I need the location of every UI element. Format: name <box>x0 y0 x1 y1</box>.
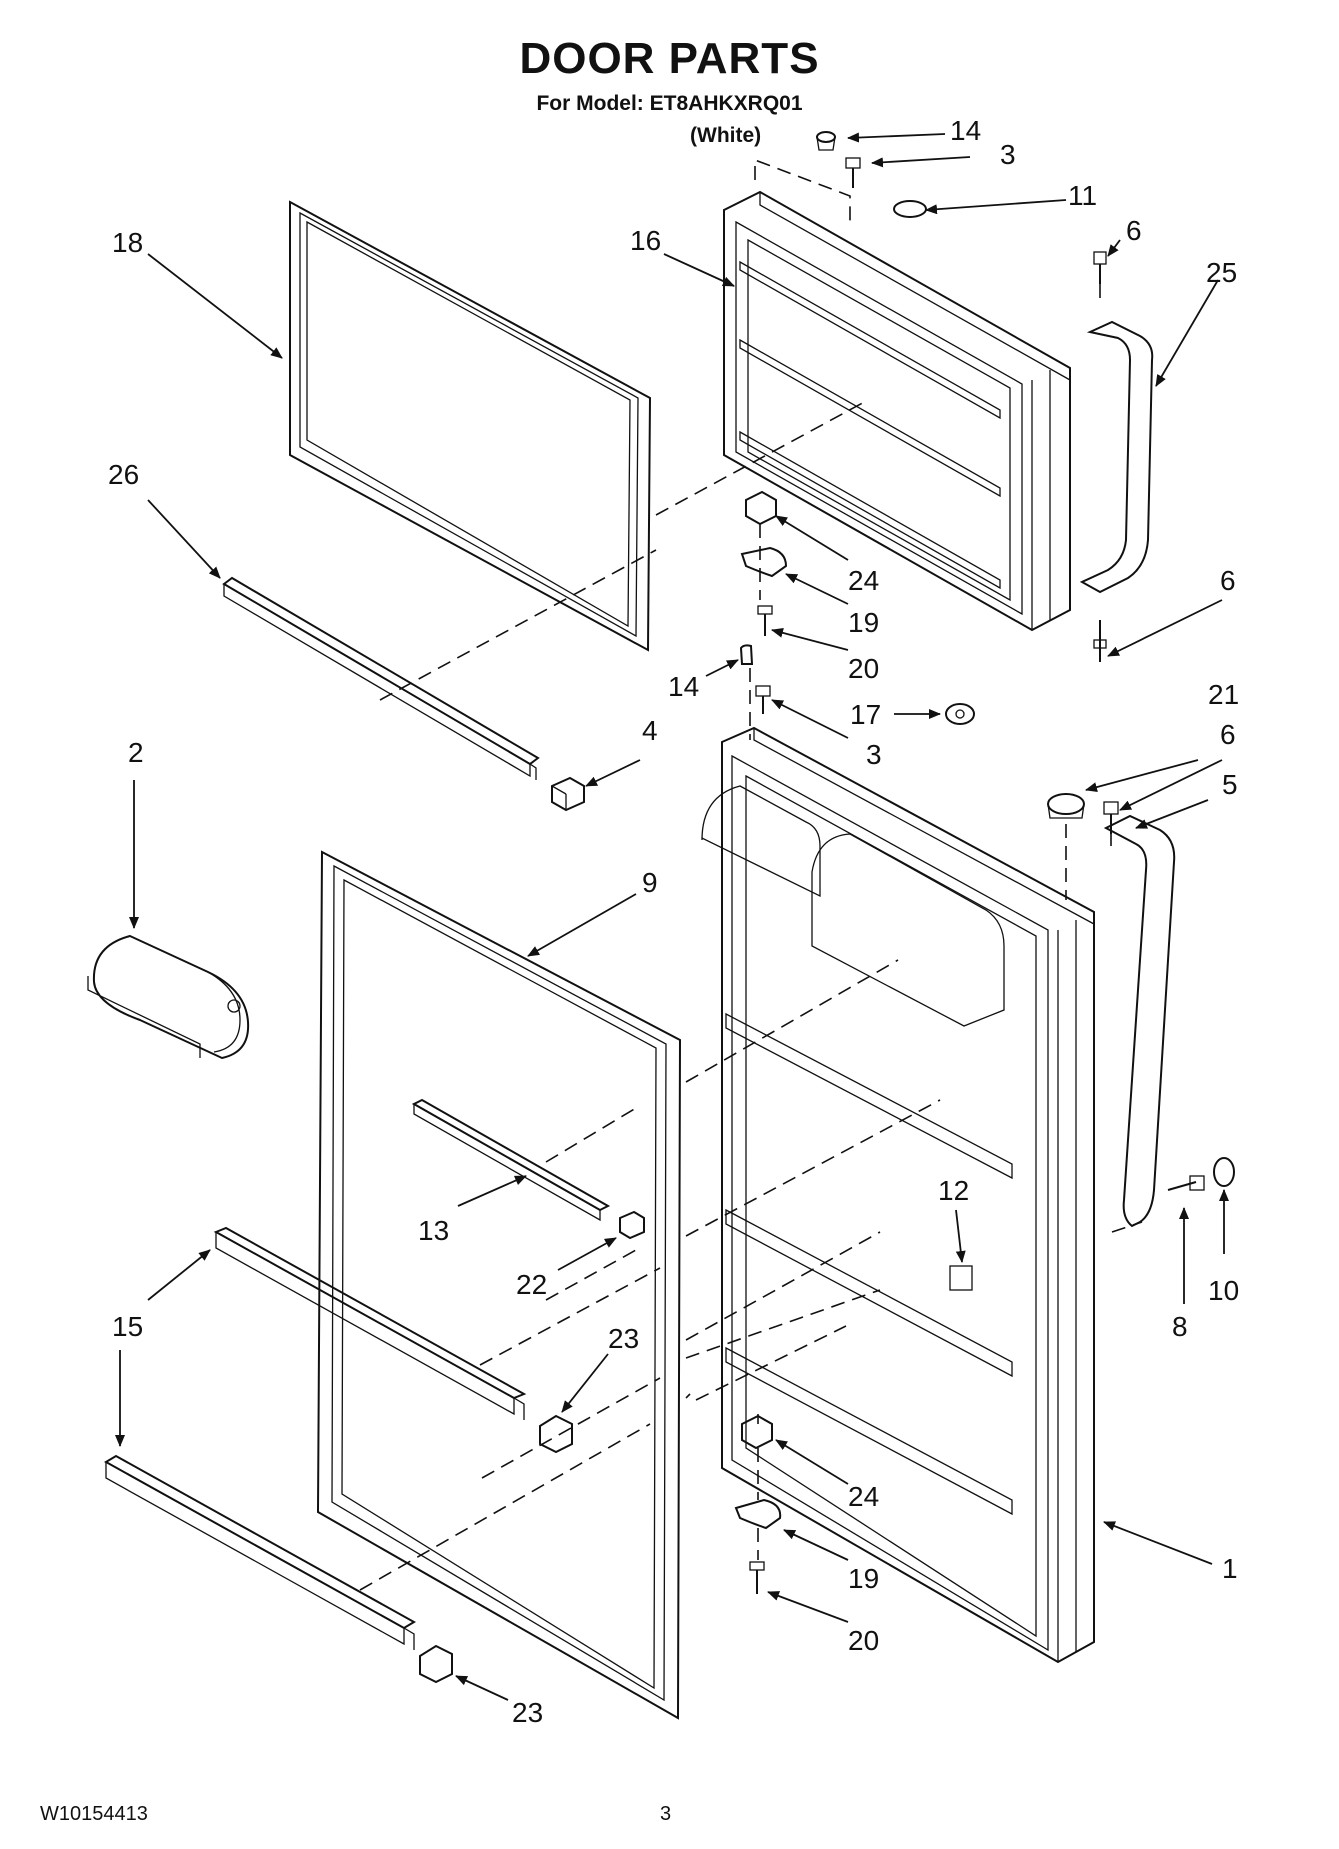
callout-4: 4 <box>642 715 658 746</box>
part-5-fresh-food-handle <box>1103 814 1176 1228</box>
callout-13: 13 <box>418 1215 449 1246</box>
part-4-end-cap <box>551 776 585 812</box>
page-title: DOOR PARTS <box>519 34 820 83</box>
callout-19: 19 <box>848 1563 879 1594</box>
part-15-shelf-trim-lower <box>104 1454 416 1650</box>
callout-2: 2 <box>128 737 144 768</box>
callout-26: 26 <box>108 459 139 490</box>
callout-12: 12 <box>938 1175 969 1206</box>
part-16-freezer-door <box>723 190 1071 632</box>
color-note: (White) <box>690 124 762 147</box>
part-25-freezer-handle <box>1079 320 1154 594</box>
callout-5: 5 <box>1222 769 1238 800</box>
part-2-dairy-door <box>87 934 250 1060</box>
part-26-shelf-trim <box>222 576 540 780</box>
callout-17: 17 <box>850 699 881 730</box>
callout-11: 11 <box>1068 180 1097 211</box>
callout-14: 14 <box>668 671 699 702</box>
callout-8: 8 <box>1172 1311 1188 1342</box>
callout-20: 20 <box>848 653 879 684</box>
callout-23: 23 <box>512 1697 543 1728</box>
part-9-fresh-food-gasket <box>316 850 682 1720</box>
callout-22: 22 <box>516 1269 547 1300</box>
callout-10: 10 <box>1208 1275 1239 1306</box>
page-number: 3 <box>660 1803 672 1825</box>
callout-14: 14 <box>950 115 981 146</box>
callout-16: 16 <box>630 225 661 256</box>
part-18-freezer-gasket <box>289 200 652 652</box>
callout-23: 23 <box>608 1323 639 1354</box>
callout-6: 6 <box>1126 215 1142 246</box>
callout-labels: 14 3 11 6 25 18 16 26 24 19 6 20 14 17 2… <box>108 115 1239 1728</box>
callout-24: 24 <box>848 1481 879 1512</box>
callout-15: 15 <box>112 1311 143 1342</box>
part-15-shelf-trim-upper <box>213 1226 527 1420</box>
part-13-shelf-trim <box>411 1098 611 1222</box>
callout-6: 6 <box>1220 719 1236 750</box>
callout-9: 9 <box>642 867 658 898</box>
callout-18: 18 <box>112 227 143 258</box>
callout-20: 20 <box>848 1625 879 1656</box>
callout-6: 6 <box>1220 565 1236 596</box>
document-number: W10154413 <box>40 1803 148 1825</box>
fasteners <box>734 131 1235 1594</box>
part-1-fresh-food-door <box>701 726 1095 1664</box>
part-22-trim-cap <box>619 1210 645 1240</box>
callout-24: 24 <box>848 565 879 596</box>
callout-19: 19 <box>848 607 879 638</box>
callout-arrows <box>115 132 1229 1701</box>
model-subtitle: For Model: ET8AHKXRQ01 <box>536 92 803 115</box>
part-23-end-cap-lower <box>419 1644 453 1684</box>
callout-25: 25 <box>1206 257 1237 288</box>
callout-3: 3 <box>1000 139 1016 170</box>
callout-1: 1 <box>1222 1553 1238 1584</box>
assembly-guide-lines <box>359 158 1143 1591</box>
callout-21: 21 <box>1208 679 1239 710</box>
part-23-end-cap-upper <box>539 1414 573 1454</box>
callout-3: 3 <box>866 739 882 770</box>
